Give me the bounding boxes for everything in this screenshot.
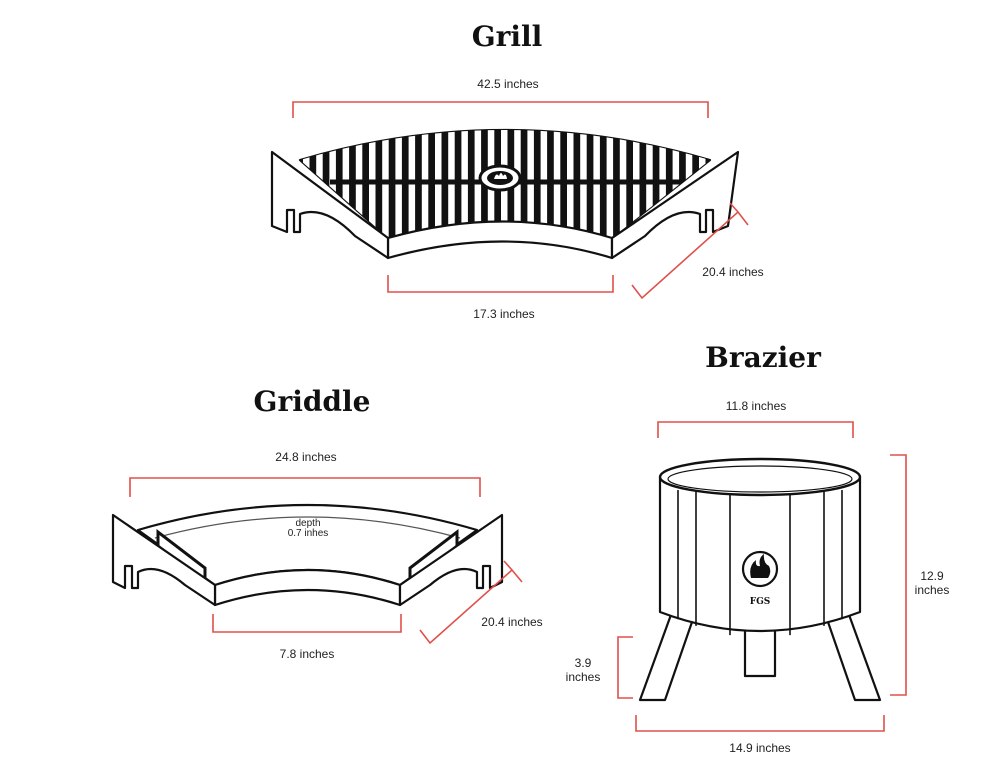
griddle-front-dimension: 7.8 inches (212, 614, 402, 661)
griddle-front-label: 7.8 inches (280, 647, 335, 661)
brazier-leg-unit: inches (566, 670, 601, 684)
grill-drawing (270, 128, 740, 260)
grill-grate-slot (659, 130, 666, 238)
griddle-section: Griddle depth 0.7 inhes 24.8 inches 7.8 … (111, 385, 543, 661)
grill-grate-slot (316, 130, 323, 238)
grill-grate-slot (593, 130, 600, 238)
grill-width-label: 42.5 inches (477, 77, 538, 91)
brazier-section: Brazier FGS 11.8 inches 12.9 inches 3.9 … (566, 341, 950, 755)
brazier-center-post (743, 626, 777, 678)
brazier-base-dimension: 14.9 inches (635, 715, 885, 755)
brazier-inner-rim (667, 465, 853, 493)
grill-front-dimension: 17.3 inches (387, 275, 614, 321)
grill-width-dimension: 42.5 inches (292, 77, 709, 118)
brazier-drawing: FGS (638, 457, 882, 702)
brazier-slats (677, 490, 843, 636)
grill-left-panel (270, 150, 390, 260)
brazier-height-value: 12.9 (920, 569, 944, 583)
brazier-leg-dimension: 3.9 inches (566, 636, 633, 699)
griddle-width-label: 24.8 inches (275, 450, 336, 464)
grill-depth-dimension: 20.4 inches (631, 202, 764, 300)
griddle-depth-note-label: depth (295, 518, 320, 529)
grill-front-label: 17.3 inches (473, 307, 534, 321)
flame-icon (494, 173, 507, 179)
griddle-right-panel (398, 513, 504, 607)
griddle-depth-label: 20.4 inches (481, 615, 542, 629)
griddle-drawing: depth 0.7 inhes (111, 503, 504, 607)
grill-title: Grill (472, 20, 543, 53)
brazier-title: Brazier (705, 341, 822, 374)
grill-depth-label: 20.4 inches (702, 265, 763, 279)
brazier-top-dimension: 11.8 inches (657, 399, 854, 438)
grill-right-panel (610, 150, 740, 260)
brazier-leg-value: 3.9 (575, 656, 592, 670)
grill-grate-slot (382, 130, 389, 238)
brazier-logo-text: FGS (750, 597, 771, 607)
brazier-right-leg (826, 610, 882, 702)
grill-grate-slot (395, 130, 402, 238)
brazier-height-dimension: 12.9 inches (890, 454, 950, 696)
flame-icon (750, 554, 771, 578)
griddle-title: Griddle (254, 385, 371, 418)
grill-grate-slot (580, 130, 587, 238)
griddle-left-panel (111, 513, 217, 607)
brazier-base-label: 14.9 inches (729, 741, 790, 755)
griddle-depth-dimension: 20.4 inches (419, 560, 543, 645)
grill-grate-slot (421, 130, 429, 238)
grill-grate-slot (329, 130, 336, 238)
brazier-height-unit: inches (915, 583, 950, 597)
griddle-width-dimension: 24.8 inches (129, 450, 481, 497)
brazier-top-label: 11.8 inches (726, 399, 787, 413)
brazier-left-leg (638, 610, 694, 702)
grill-grate-slot (606, 130, 614, 238)
grill-grate-slot (672, 130, 680, 238)
grill-section: Grill 42.5 inches 17.3 inches 20.4 inche… (270, 20, 764, 321)
grill-grate-slot (408, 130, 416, 238)
griddle-inner-rim (154, 516, 461, 539)
griddle-depth-note-value: 0.7 inhes (288, 528, 329, 539)
